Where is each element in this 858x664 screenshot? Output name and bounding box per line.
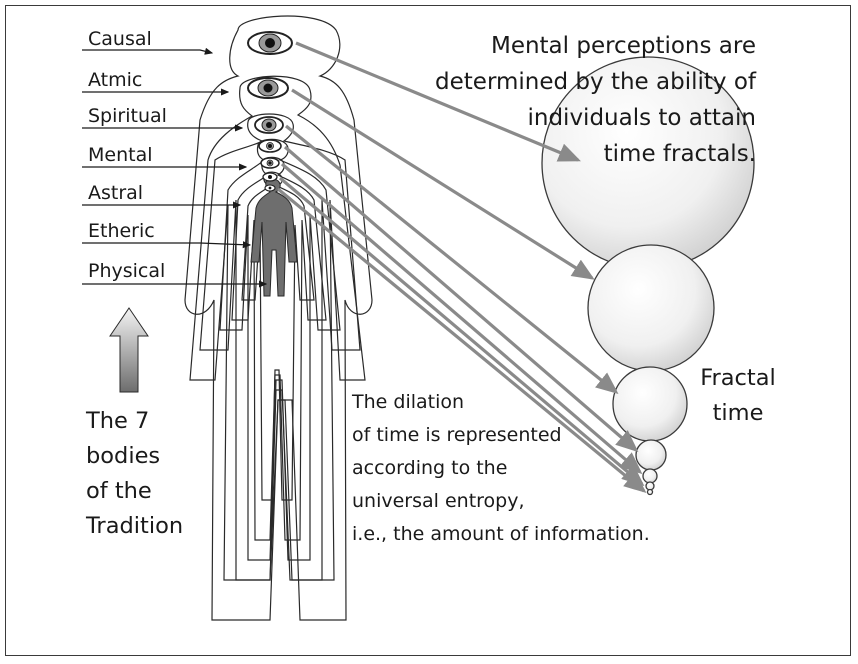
- causal-body-outline: [185, 16, 372, 620]
- bottom-caption-line-2: of time is represented: [352, 424, 562, 446]
- fractal-label-line-2: time: [713, 400, 764, 426]
- sphere-4: [636, 440, 666, 470]
- sphere-6: [646, 482, 654, 490]
- left-caption: The 7 bodies of the Tradition: [85, 408, 183, 539]
- label-causal: Causal: [88, 28, 152, 50]
- bottom-caption-line-4: universal entropy,: [352, 490, 525, 512]
- eye-icon: [255, 117, 283, 133]
- headline-line-4: time fractals.: [604, 141, 756, 167]
- bottom-caption-line-5: i.e., the amount of information.: [352, 523, 650, 545]
- sphere-2: [588, 245, 714, 371]
- sphere-5: [643, 469, 657, 483]
- fractal-time-label: Fractal time: [700, 365, 776, 426]
- eye-icon: [248, 32, 292, 54]
- left-caption-line-3: of the: [86, 478, 152, 504]
- headline-line-1: Mental perceptions are: [491, 33, 756, 59]
- label-atmic: Atmic: [88, 69, 142, 91]
- sphere-7: [648, 490, 653, 495]
- headline-line-2: determined by the ability of: [435, 69, 757, 95]
- body-labels: Causal Atmic Spiritual Mental Astral Eth…: [88, 28, 167, 282]
- fractal-label-line-1: Fractal: [700, 365, 776, 391]
- left-caption-line-4: Tradition: [85, 513, 183, 539]
- eye-icon: [248, 78, 288, 98]
- headline-line-3: individuals to attain: [527, 105, 756, 131]
- left-caption-line-1: The 7: [85, 408, 149, 434]
- sphere-3: [613, 367, 687, 441]
- label-mental: Mental: [88, 144, 153, 166]
- label-physical: Physical: [88, 260, 165, 282]
- body-silhouettes: [185, 16, 372, 620]
- physical-body: [251, 179, 297, 296]
- bottom-caption-line-1: The dilation: [351, 391, 464, 413]
- up-arrow-icon: [110, 308, 148, 392]
- label-spiritual: Spiritual: [88, 105, 167, 127]
- eye-icon: [259, 140, 281, 152]
- label-astral: Astral: [88, 182, 143, 204]
- bottom-caption: The dilation of time is represented acco…: [351, 391, 650, 545]
- left-caption-line-2: bodies: [86, 443, 160, 469]
- eye-icon: [261, 158, 279, 168]
- eye-icon: [265, 185, 275, 191]
- label-etheric: Etheric: [88, 220, 155, 242]
- atmic-body-outline: [190, 76, 365, 580]
- eye-icon: [263, 173, 277, 181]
- bottom-caption-line-3: according to the: [352, 457, 507, 479]
